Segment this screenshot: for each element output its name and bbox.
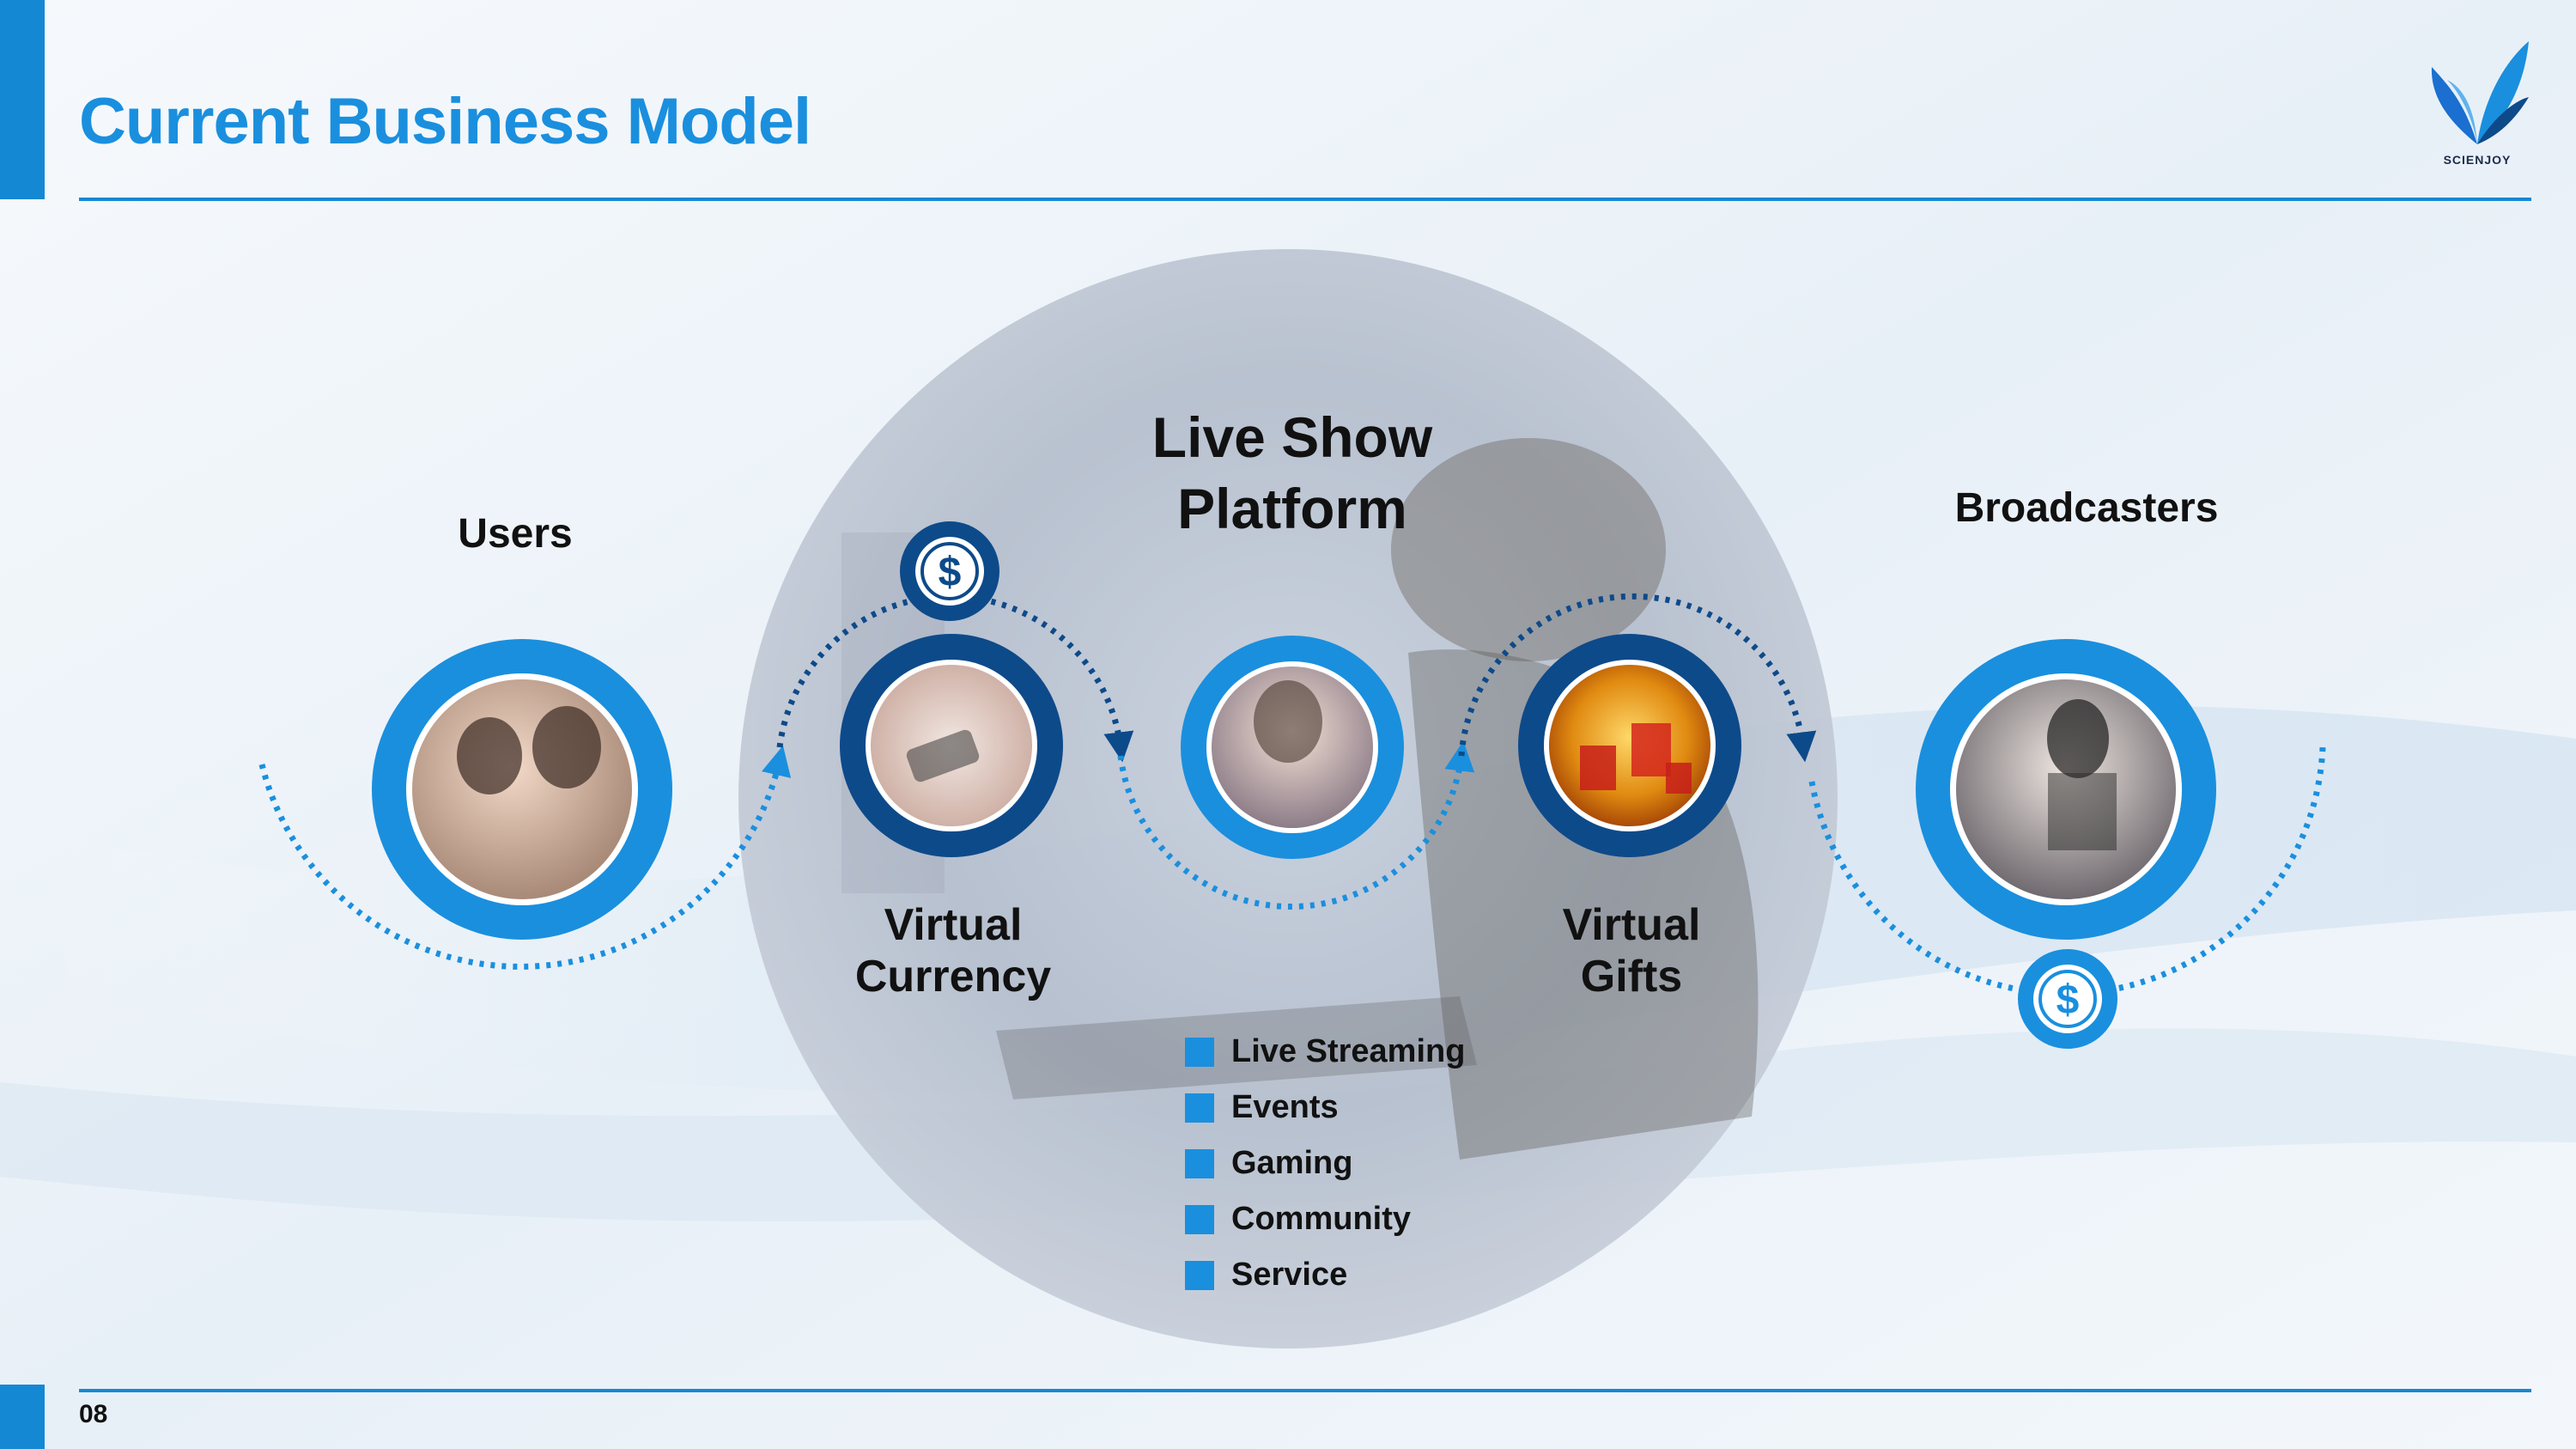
list-item-label: Service xyxy=(1231,1257,1348,1293)
list-item: Community xyxy=(1185,1191,1465,1247)
list-item-label: Gaming xyxy=(1231,1145,1353,1181)
bullet-square-icon xyxy=(1185,1260,1214,1290)
footer-divider xyxy=(79,1389,2531,1392)
broadcasters-label: Broadcasters xyxy=(1954,485,2219,531)
platform-arc xyxy=(1117,740,1475,910)
virtual-currency-label: Virtual Currency xyxy=(807,900,1099,1003)
platform-title-line2: Platform xyxy=(1177,476,1407,540)
list-item: Service xyxy=(1185,1247,1465,1303)
title-divider xyxy=(79,198,2531,201)
list-item-label: Community xyxy=(1231,1201,1411,1237)
bullet-square-icon xyxy=(1185,1093,1214,1123)
list-item: Gaming xyxy=(1185,1135,1465,1191)
left-accent-bar-bottom xyxy=(0,1385,45,1449)
bullet-square-icon xyxy=(1185,1037,1214,1067)
list-item-label: Live Streaming xyxy=(1231,1033,1466,1069)
virtual-gifts-line1: Virtual xyxy=(1562,900,1701,950)
virtual-currency-line2: Currency xyxy=(854,951,1052,1002)
page-title: Current Business Model xyxy=(79,85,811,158)
virtual-gifts-photo xyxy=(1549,665,1710,826)
virtual-gifts-line2: Gifts xyxy=(1580,951,1683,1002)
platform-items-list: Live Streaming Events Gaming Community S… xyxy=(1185,1024,1465,1303)
list-item: Events xyxy=(1185,1080,1465,1135)
bullet-square-icon xyxy=(1185,1148,1214,1178)
page-number: 08 xyxy=(79,1400,108,1428)
dollar-coin-icon-bottom: $ xyxy=(2018,949,2117,1049)
svg-text:$: $ xyxy=(2057,977,2080,1023)
bullet-square-icon xyxy=(1185,1204,1214,1234)
list-item-label: Events xyxy=(1231,1089,1339,1125)
virtual-gifts-label: Virtual Gifts xyxy=(1503,900,1760,1003)
gifts-arc xyxy=(1458,593,1817,763)
logo-text: SCIENJOY xyxy=(2443,153,2512,167)
list-item: Live Streaming xyxy=(1185,1024,1465,1080)
platform-title-line1: Live Show xyxy=(1151,405,1433,469)
svg-text:$: $ xyxy=(939,550,962,595)
dollar-coin-icon-top: $ xyxy=(900,521,999,621)
users-label: Users xyxy=(458,511,573,557)
left-accent-bar xyxy=(0,0,45,199)
platform-title: Live Show Platform xyxy=(1073,402,1511,544)
virtual-currency-line1: Virtual xyxy=(884,900,1023,950)
users-photo xyxy=(412,679,632,899)
scienjoy-logo-icon xyxy=(2431,41,2529,144)
